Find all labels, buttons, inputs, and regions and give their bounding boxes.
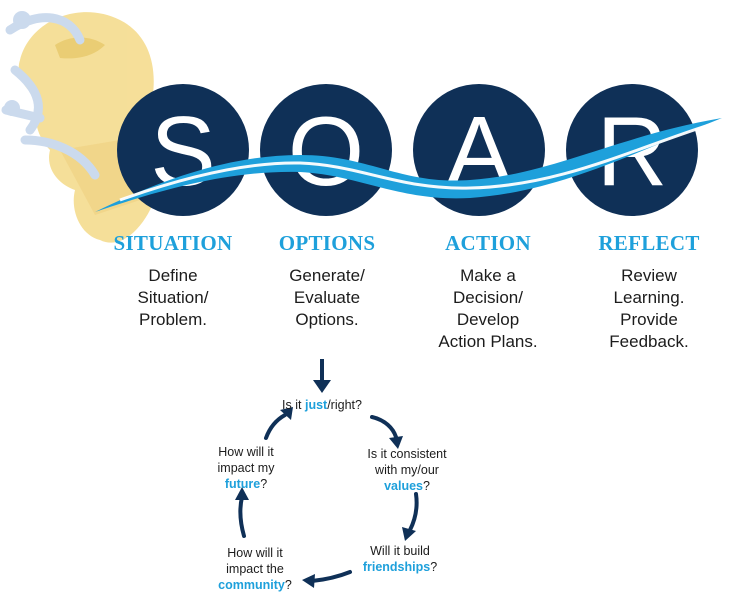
heading-options: OPTIONS bbox=[278, 231, 376, 255]
question-text: ? bbox=[422, 479, 430, 493]
desc-line: Options. bbox=[295, 310, 359, 329]
cycle-arrowhead-1 bbox=[389, 436, 403, 449]
question-just: Is it just/right? bbox=[262, 397, 382, 413]
cycle-arrowhead-3 bbox=[302, 574, 315, 588]
question-text: ? bbox=[260, 477, 268, 491]
desc-line: Learning. bbox=[613, 288, 685, 307]
desc-action: Make a Decision/ Develop Action Plans. bbox=[408, 265, 568, 353]
desc-line: Situation/ bbox=[137, 288, 209, 307]
keyword-future: future bbox=[224, 477, 261, 491]
question-text: Will it build bbox=[370, 544, 430, 558]
question-text: How will it bbox=[227, 546, 283, 560]
arrow-down-icon bbox=[313, 359, 331, 393]
keyword-values: values bbox=[384, 479, 423, 493]
question-friendships: Will it build friendships? bbox=[345, 543, 455, 575]
desc-line: Action Plans. bbox=[438, 332, 538, 351]
keyword-community: community bbox=[218, 578, 285, 592]
cycle-arrowhead-5 bbox=[280, 407, 293, 420]
desc-line: Provide bbox=[620, 310, 678, 329]
question-text: with my/our bbox=[375, 463, 439, 477]
desc-line: Develop bbox=[456, 310, 520, 329]
desc-reflect: Review Learning. Provide Feedback. bbox=[569, 265, 729, 353]
blue-swoosh bbox=[95, 118, 722, 212]
question-community: How will it impact the community? bbox=[205, 545, 305, 593]
desc-line: Make a bbox=[460, 266, 516, 285]
question-text: Is it bbox=[282, 398, 305, 412]
circle-o bbox=[260, 84, 392, 216]
question-text: impact the bbox=[226, 562, 284, 576]
circle-s bbox=[117, 84, 249, 216]
desc-line: Generate/ bbox=[289, 266, 365, 285]
question-future: How will it impact my future? bbox=[196, 444, 296, 492]
desc-line: Define bbox=[148, 266, 198, 285]
desc-line: Feedback. bbox=[609, 332, 689, 351]
keyword-just: just bbox=[304, 398, 328, 412]
question-text: ? bbox=[430, 560, 438, 574]
question-text: /right? bbox=[327, 398, 362, 412]
cycle-arrowhead-4 bbox=[235, 487, 249, 500]
question-text: Is it consistent bbox=[367, 447, 447, 461]
desc-line: Evaluate bbox=[293, 288, 361, 307]
desc-line: Decision/ bbox=[453, 288, 523, 307]
heading-action: ACTION bbox=[445, 231, 531, 255]
desc-line: Problem. bbox=[138, 310, 208, 329]
question-text: How will it bbox=[218, 445, 274, 459]
cycle-arrowhead-2 bbox=[402, 527, 416, 541]
cycle-arrow-icon bbox=[238, 413, 419, 583]
desc-situation: Define Situation/ Problem. bbox=[93, 265, 253, 331]
question-values: Is it consistent with my/our values? bbox=[352, 446, 462, 494]
desc-line: Review bbox=[621, 266, 677, 285]
heading-reflect: REFLECT bbox=[598, 231, 700, 255]
heading-situation: SITUATION bbox=[113, 231, 233, 255]
desc-options: Generate/ Evaluate Options. bbox=[247, 265, 407, 331]
letter-o: O bbox=[288, 96, 364, 206]
question-text: ? bbox=[284, 578, 292, 592]
question-text: impact my bbox=[217, 461, 275, 475]
keyword-friendships: friendships bbox=[362, 560, 431, 574]
